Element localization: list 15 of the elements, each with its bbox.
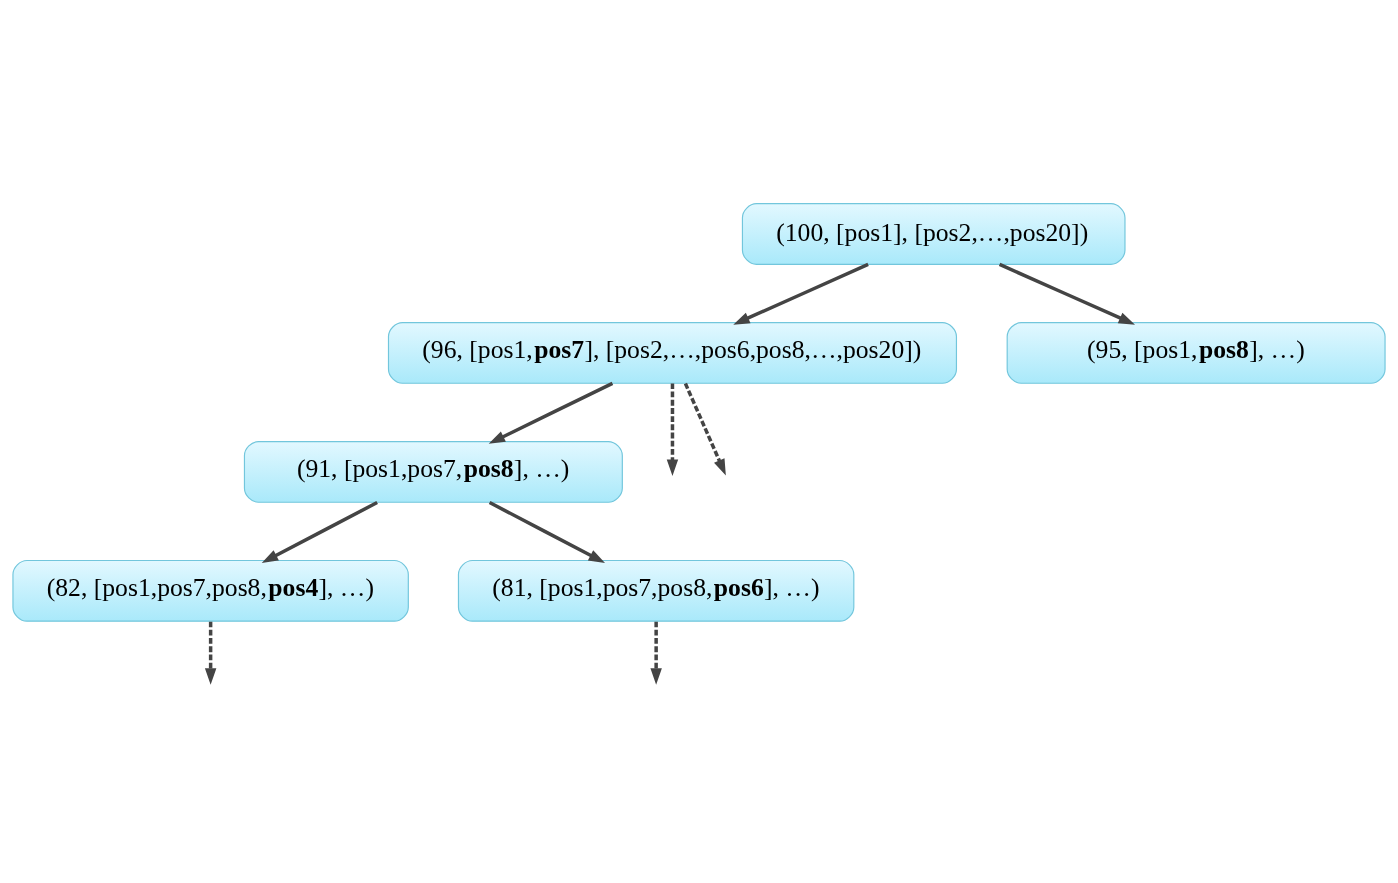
arrow bbox=[261, 500, 378, 563]
node-box: (100, [pos1], [pos2,…,pos20]) bbox=[741, 202, 1126, 265]
arrow bbox=[204, 621, 217, 685]
arrow bbox=[683, 382, 726, 475]
arrow bbox=[650, 621, 662, 685]
node-box: (81, [pos1,pos7,pos8,pos6], …) bbox=[457, 559, 855, 622]
arrow bbox=[733, 262, 869, 325]
node-box: (95, [pos1,pos8], …) bbox=[1006, 321, 1386, 384]
node-box: (91, [pos1,pos7,pos8], …) bbox=[243, 440, 623, 503]
arrow bbox=[488, 500, 606, 563]
arrow bbox=[998, 262, 1136, 325]
node-box: (82, [pos1,pos7,pos8,pos4], …) bbox=[12, 559, 409, 622]
node-box: (96, [pos1,pos7], [pos2,…,pos6,pos8,…,pos20]) bbox=[387, 321, 958, 384]
arrow bbox=[666, 383, 679, 476]
arrow bbox=[488, 381, 614, 444]
